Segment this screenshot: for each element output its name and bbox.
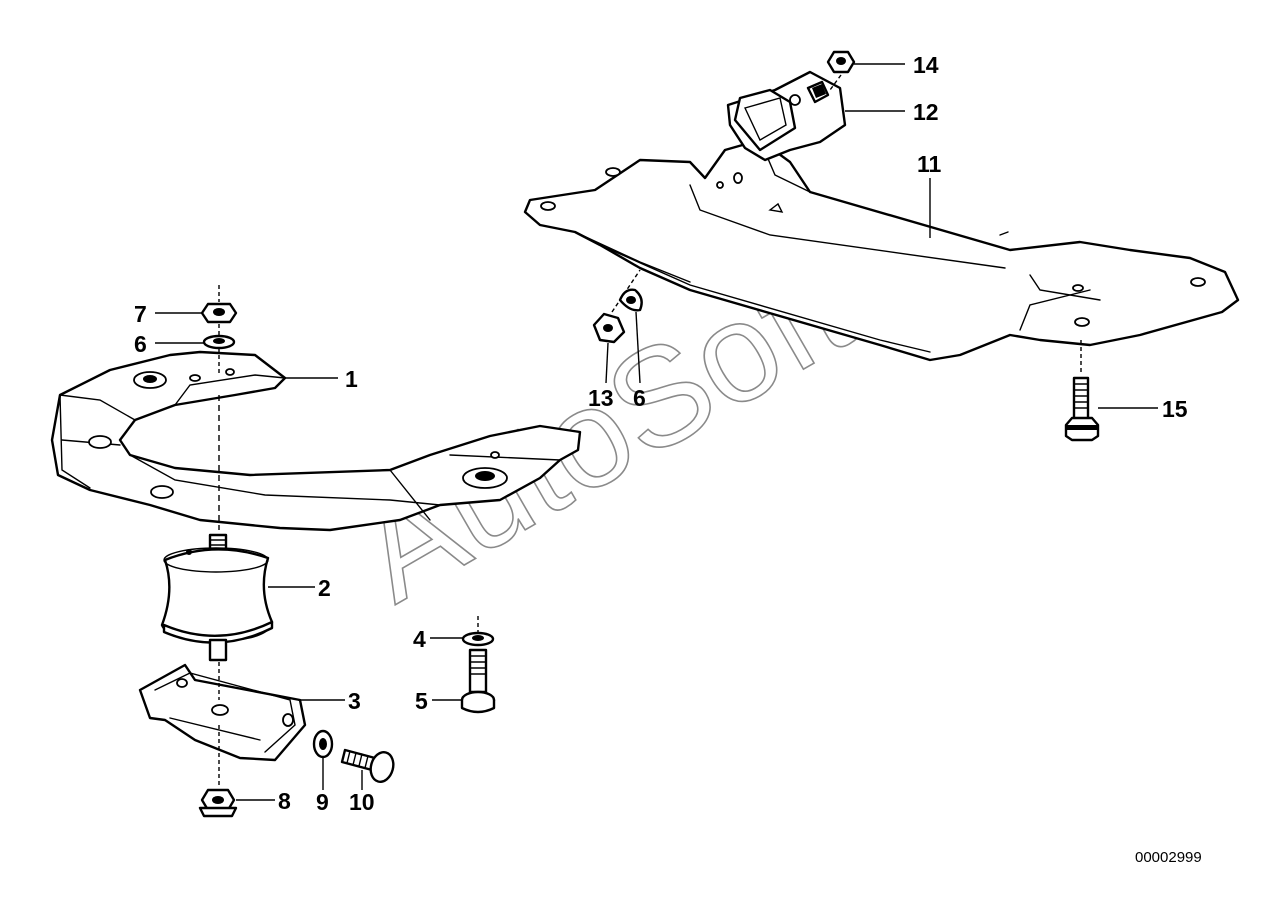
callout-11: 11 [917, 151, 942, 177]
bolt-part-10 [340, 748, 395, 783]
callout-6-left: 6 [134, 331, 147, 357]
transmission-support-part-1 [50, 350, 582, 532]
nut-part-13 [592, 312, 626, 344]
rubber-mount-part-12 [726, 70, 847, 162]
bracket-part-3 [138, 663, 307, 762]
washer-part-9 [312, 729, 334, 759]
bolt-part-15 [1064, 376, 1100, 442]
callout-1: 1 [345, 366, 358, 392]
callout-5: 5 [415, 688, 428, 714]
callout-2: 2 [318, 575, 331, 601]
leader-lines [155, 63, 1158, 801]
callout-10: 10 [349, 789, 375, 815]
callout-12: 12 [913, 99, 939, 125]
flange-nut-part-8 [198, 788, 238, 818]
callout-7: 7 [134, 301, 147, 327]
washer-part-6-right [618, 288, 643, 312]
callout-9: 9 [316, 789, 329, 815]
bolt-part-5 [460, 648, 496, 714]
washer-part-6-left [202, 334, 236, 350]
callout-8: 8 [278, 788, 291, 814]
callout-3: 3 [348, 688, 361, 714]
callout-4: 4 [413, 626, 426, 652]
rubber-mount-part-2 [160, 533, 274, 662]
nut-part-14 [826, 50, 856, 74]
callout-labels: 1 2 3 4 5 6 6 7 8 9 10 11 12 13 14 15 [134, 52, 1188, 815]
callout-13: 13 [588, 385, 614, 411]
callout-14: 14 [913, 52, 939, 78]
nut-part-7 [200, 302, 238, 324]
assembly-axes [218, 74, 1082, 788]
callout-15: 15 [1162, 396, 1188, 422]
diagram-reference-number: 00002999 [1135, 849, 1202, 866]
callout-6-right: 6 [633, 385, 646, 411]
washer-part-4 [461, 631, 495, 647]
